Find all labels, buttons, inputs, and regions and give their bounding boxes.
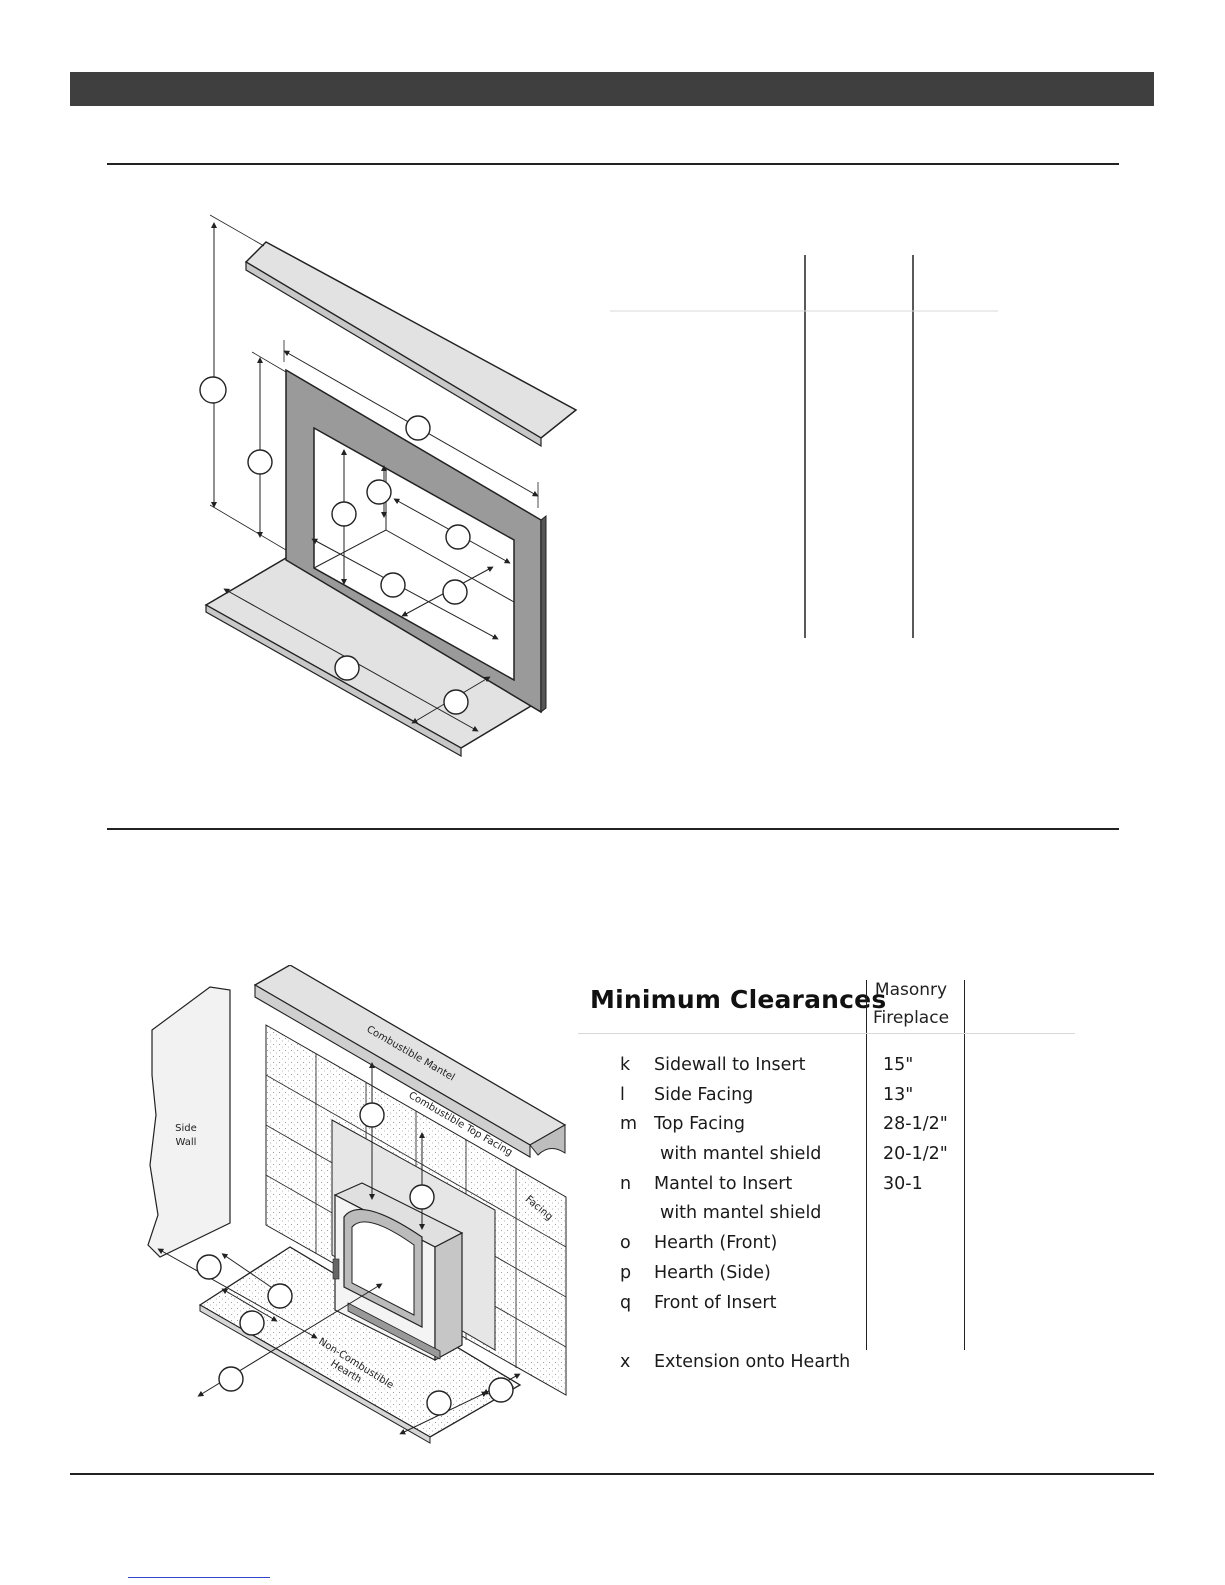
callout-circle — [442, 579, 468, 605]
insert-side — [434, 1232, 463, 1362]
callout-circle — [218, 1366, 244, 1392]
row-letter: x — [620, 1352, 631, 1372]
callout-circle — [334, 655, 360, 681]
row-letter: l — [620, 1085, 625, 1105]
table-column-divider — [866, 980, 867, 1350]
callout-circle — [445, 524, 471, 550]
callout-circle — [366, 479, 392, 505]
row-label: with mantel shield — [660, 1144, 822, 1164]
row-letter: k — [620, 1055, 631, 1075]
row-value: 13" — [883, 1085, 914, 1105]
callout-circle — [405, 415, 431, 441]
row-letter: q — [620, 1293, 632, 1313]
callout-circle — [380, 572, 406, 598]
callout-circle — [196, 1254, 222, 1280]
row-letter: n — [620, 1174, 632, 1194]
side-wall — [147, 986, 231, 1258]
callout-circle — [409, 1184, 435, 1210]
side-wall-label: Wall — [176, 1137, 197, 1148]
callout-circle — [239, 1310, 265, 1336]
column-header-line: Fireplace — [872, 1008, 950, 1028]
callout-circle — [488, 1377, 514, 1403]
row-label: Top Facing — [654, 1114, 745, 1134]
callout-circle — [426, 1390, 452, 1416]
side-wall-label: Side — [175, 1123, 197, 1134]
row-label: Hearth (Side) — [654, 1263, 771, 1283]
row-label: Side Facing — [654, 1085, 754, 1105]
row-label: with mantel shield — [660, 1203, 822, 1223]
callout-circle — [443, 689, 469, 715]
column-header-line: Masonry — [874, 980, 948, 1000]
facing-frame-side — [540, 514, 547, 714]
callout-circle — [359, 1102, 385, 1128]
table-header-divider — [578, 1033, 1075, 1034]
row-label: Mantel to Insert — [654, 1174, 793, 1194]
row-value: 30-1 — [883, 1174, 923, 1194]
callout-circle — [247, 449, 273, 475]
row-label: Hearth (Front) — [654, 1233, 778, 1253]
row-label: Extension onto Hearth — [654, 1352, 851, 1372]
callout-circle — [267, 1283, 293, 1309]
row-label: Sidewall to Insert — [654, 1055, 806, 1075]
row-letter: p — [620, 1263, 632, 1283]
insert-clearance-diagram: Side Wall Combustible Mantel Combustible… — [147, 965, 567, 1444]
footer-link-underline[interactable] — [128, 1577, 270, 1578]
dimension-table-grid — [610, 255, 998, 638]
column-header-masonry-fireplace: Masonry Fireplace — [866, 976, 956, 1032]
fireplace-dimension-diagram — [199, 214, 578, 758]
row-label: Front of Insert — [654, 1293, 777, 1313]
row-letter: o — [620, 1233, 631, 1253]
callout-circle — [331, 501, 357, 527]
section-divider-top — [107, 163, 1119, 165]
row-value: 20-1/2" — [883, 1144, 948, 1164]
table-column-divider — [964, 980, 965, 1350]
section-divider-middle — [107, 828, 1119, 830]
clearances-title: Minimum Clearances — [590, 985, 887, 1014]
header-bar — [70, 72, 1154, 106]
row-letter: m — [620, 1114, 638, 1134]
callout-circle — [199, 376, 227, 404]
row-value: 15" — [883, 1055, 914, 1075]
row-value: 28-1/2" — [883, 1114, 948, 1134]
footer-divider — [70, 1473, 1154, 1475]
